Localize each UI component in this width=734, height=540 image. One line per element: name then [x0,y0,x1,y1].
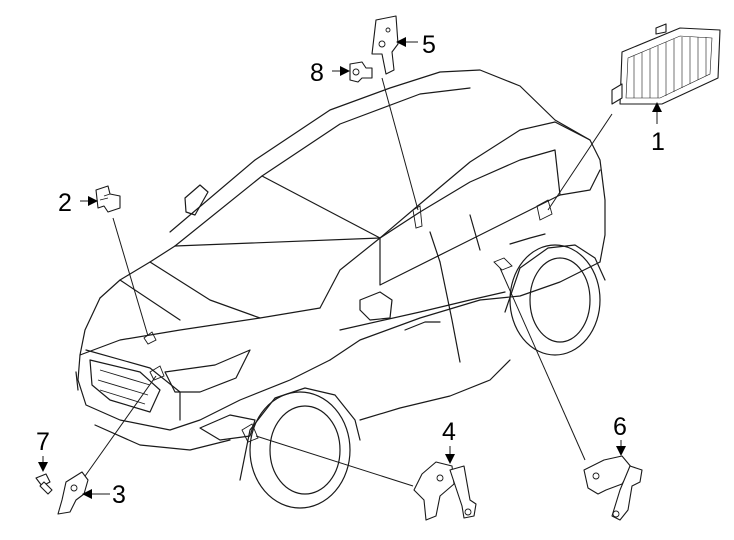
locator-marks [143,199,553,443]
callout-6: 6 [613,413,627,441]
sensor-icon [95,185,121,213]
part-6-height-sensor[interactable] [583,440,643,521]
leader-lines [77,77,613,487]
part-4-height-sensor[interactable] [413,446,477,521]
part-5-mounting-bracket[interactable] [371,15,418,75]
callout-4: 4 [442,418,456,446]
locator-6-icon [493,257,513,271]
callout-5: 5 [422,31,436,59]
locator-4-icon [241,423,259,443]
part-1-control-module[interactable] [611,23,721,124]
locator-1-icon [536,199,553,221]
part-2-sensor[interactable] [80,185,121,213]
connector-icon [349,61,373,83]
callout-1: 1 [651,128,665,156]
vehicle-outline [75,69,606,509]
callout-8: 8 [310,59,324,87]
height-sensor-linkage-icon [413,461,455,521]
bolt-icon [35,473,51,487]
locator-2-icon [143,331,157,345]
part-8-connector[interactable] [332,61,373,83]
control-module-icon [619,27,721,105]
locator-3-icon [149,365,165,381]
callout-7: 7 [36,428,50,456]
part-3-bracket[interactable] [57,471,110,515]
bracket-icon [57,471,89,515]
callout-3: 3 [112,481,126,509]
callout-2: 2 [58,189,72,217]
part-7-bolt[interactable] [35,456,53,495]
